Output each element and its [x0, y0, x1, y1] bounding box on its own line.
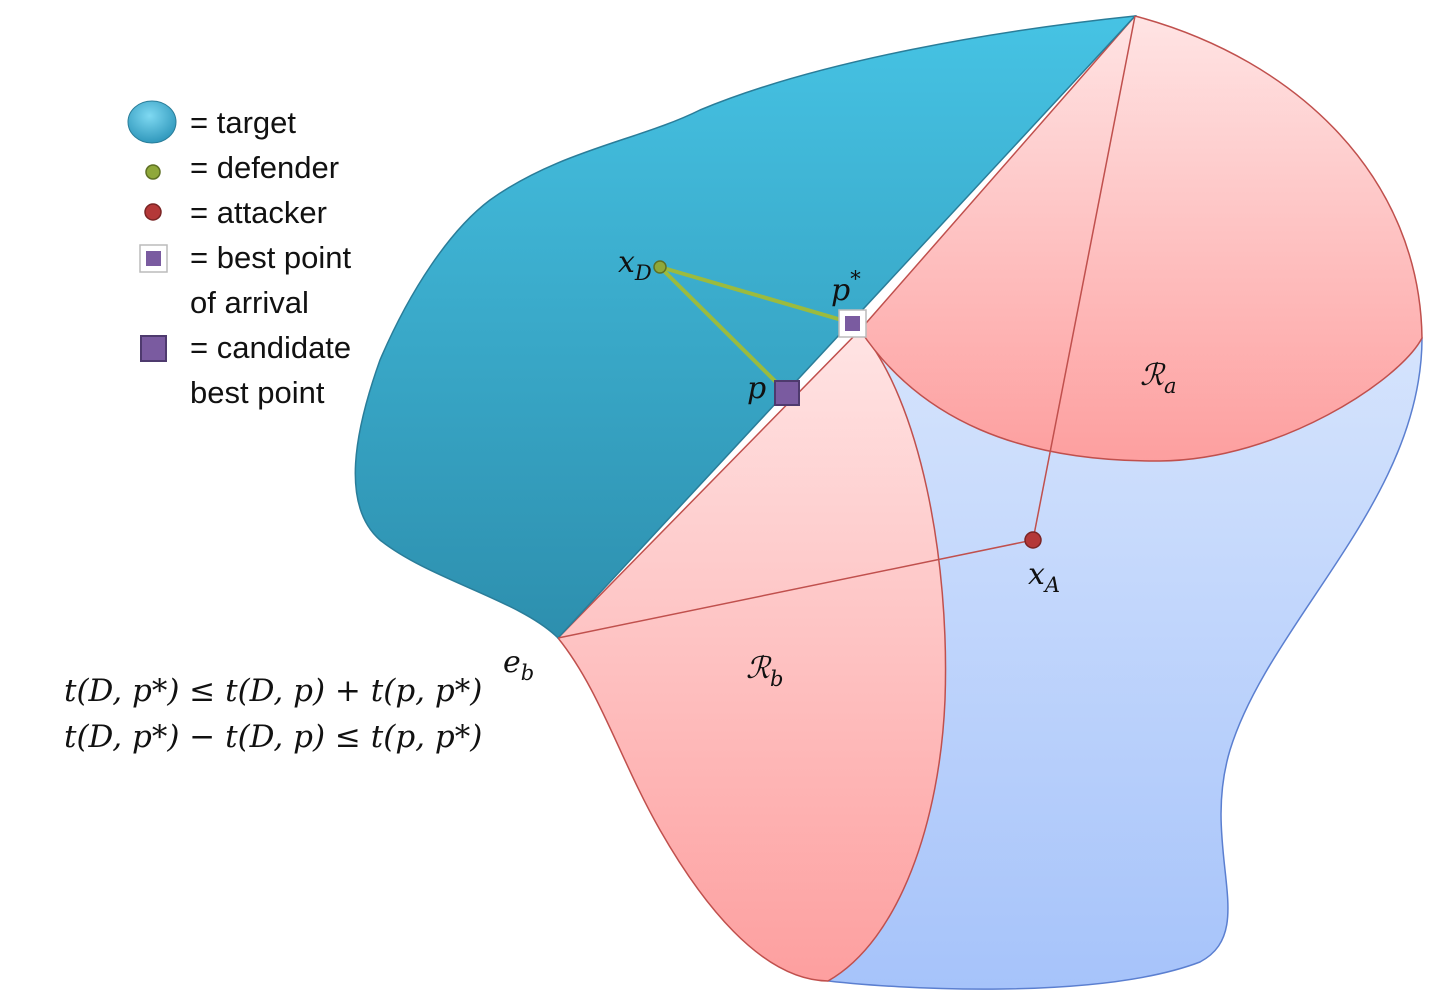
label-p: p: [747, 371, 766, 406]
defender-point: [653, 260, 667, 274]
label-eb: eb: [503, 645, 534, 685]
legend-attacker-label: = attacker: [190, 195, 327, 230]
legend: = target = defender = attacker = best po…: [127, 100, 352, 410]
attacker-line-rb: [557, 539, 1034, 639]
legend-best-point-label-2: of arrival: [190, 285, 309, 320]
legend-candidate-label-1: = candidate: [190, 330, 351, 365]
equation-line-1: t(D, p*) ≤ t(D, p) + t(p, p*): [64, 673, 482, 709]
label-xD: xD: [618, 245, 652, 285]
target-region: [354, 15, 1137, 640]
label-Ra: ℛa: [1140, 358, 1176, 398]
legend-attacker-icon: [144, 203, 162, 221]
legend-target-icon: [127, 100, 177, 144]
legend-best-point-inner: [146, 251, 161, 266]
label-Rb: ℛb: [746, 651, 783, 691]
region-rb: [556, 328, 947, 982]
equation-line-2: t(D, p*) − t(D, p) ≤ t(p, p*): [64, 719, 482, 755]
legend-candidate-icon: [140, 335, 167, 362]
best-point-inner: [845, 316, 860, 331]
label-pstar: p*: [831, 267, 861, 308]
legend-defender-label: = defender: [190, 150, 339, 185]
attacker-line-ra: [1032, 15, 1136, 541]
defender-line-pstar: [659, 265, 853, 325]
label-xA: xA: [1028, 557, 1060, 597]
defender-line-p: [658, 265, 789, 395]
legend-defender-icon: [145, 164, 161, 180]
legend-best-point-label-1: = best point: [190, 240, 352, 275]
attacker-point: [1024, 531, 1042, 549]
candidate-point-marker: [774, 380, 800, 406]
legend-candidate-label-2: best point: [190, 375, 325, 410]
legend-target-label: = target: [190, 105, 296, 140]
region-ra: [859, 15, 1423, 462]
